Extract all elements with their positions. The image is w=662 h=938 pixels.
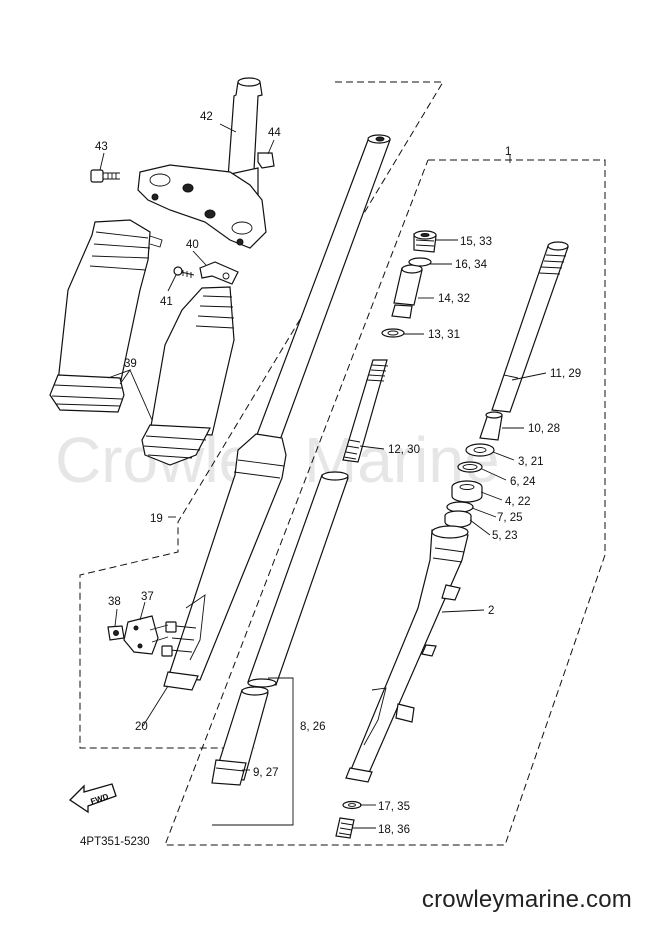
callout-39: 39 <box>124 358 137 370</box>
cap-bolt-15-33 <box>413 230 437 253</box>
callout-12-30: 12, 30 <box>388 444 420 456</box>
callout-40: 40 <box>186 239 199 251</box>
callout-6-24: 6, 24 <box>510 476 536 488</box>
stopper-ring-6-24 <box>457 461 483 473</box>
callout-16-34: 16, 34 <box>455 259 488 271</box>
axle-holder-37 <box>123 615 169 655</box>
outer-tube-2 <box>345 525 469 783</box>
damper-rod-12-30 <box>342 359 389 463</box>
callout-1: 1 <box>505 146 511 158</box>
callout-9-27: 9, 27 <box>253 767 279 779</box>
nut-44 <box>257 152 275 169</box>
callout-43: 43 <box>95 141 108 153</box>
callout-37: 37 <box>141 591 154 603</box>
callout-4-22: 4, 22 <box>505 496 531 508</box>
metal-slide-5-23 <box>444 510 472 528</box>
assembled-inner-tube <box>254 134 391 441</box>
dashed-boundary-1 <box>164 159 606 846</box>
diagram-code: 4PT351-5230 <box>80 836 150 848</box>
callout-3-21: 3, 21 <box>518 456 544 468</box>
washer-13-31 <box>381 328 405 338</box>
callout-15-33: 15, 33 <box>460 236 492 248</box>
oil-lock-piece-9-27 <box>211 686 269 786</box>
callout-10-28: 10, 28 <box>528 423 560 435</box>
fork-boot-left <box>49 219 163 413</box>
callout-41: 41 <box>160 296 173 308</box>
callout-20: 20 <box>135 721 148 733</box>
callout-17-35: 17, 35 <box>378 801 410 813</box>
callout-8-26: 8, 26 <box>300 721 326 733</box>
screw-41 <box>173 266 195 278</box>
callout-2: 2 <box>488 605 494 617</box>
leader-lines <box>99 123 547 829</box>
fwd-arrow-icon: FWD <box>68 783 117 814</box>
callout-42: 42 <box>200 111 213 123</box>
callout-11-29: 11, 29 <box>550 368 581 380</box>
callout-13-31: 13, 31 <box>428 329 460 341</box>
callout-18-36: 18, 36 <box>378 824 410 836</box>
fork-boot-right <box>141 286 235 466</box>
oil-seal-4-22 <box>451 480 483 503</box>
slide-metal-8-26 <box>247 471 349 688</box>
bolt-18-36 <box>335 817 355 839</box>
spacer-14-32 <box>391 264 423 319</box>
nut-38 <box>107 625 125 641</box>
callout-38: 38 <box>108 596 121 608</box>
callout-5-23: 5, 23 <box>492 530 518 542</box>
bolt-43 <box>90 169 120 183</box>
o-ring-16-34 <box>408 257 432 267</box>
assembled-outer-tube-20 <box>161 433 287 691</box>
callout-44: 44 <box>268 127 281 139</box>
callout-14-32: 14, 32 <box>438 293 470 305</box>
boot-clamp-40 <box>199 261 239 285</box>
dust-seal-3-21 <box>465 443 495 457</box>
washer-17-35 <box>342 800 362 810</box>
dashed-boundary-19 <box>79 81 444 749</box>
callout-19: 19 <box>150 513 163 525</box>
inner-tube-11-29 <box>491 241 569 413</box>
callout-7-25: 7, 25 <box>497 512 523 524</box>
bushing-10-28 <box>479 411 503 441</box>
footer-site-text: crowleymarine.com <box>421 886 632 913</box>
under-bracket <box>137 164 267 249</box>
